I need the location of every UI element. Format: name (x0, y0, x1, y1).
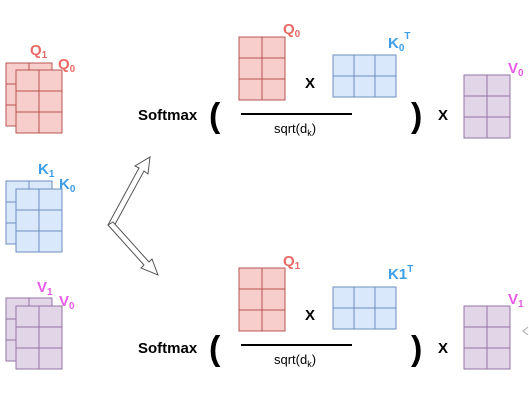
open-paren: ( (209, 97, 221, 135)
split-arrows (107, 156, 159, 276)
attention-head-1: Softmax ( Q1 X K1T sqrt(dk) ) X V1 (138, 253, 529, 370)
q0-matrix (238, 36, 286, 101)
arrow-down (107, 221, 159, 276)
q1-label: Q1 (30, 42, 48, 61)
v0-matrix (463, 74, 511, 139)
v-matrix-stack: V1 V0 (5, 279, 75, 370)
softmax-label: Softmax (138, 340, 198, 357)
k1-transpose-matrix (332, 286, 397, 330)
q1-label: Q1 (283, 253, 301, 272)
open-paren: ( (209, 330, 221, 368)
partial-arrow-icon (522, 326, 529, 336)
q0-label: Q0 (283, 21, 301, 40)
q0-matrix (15, 69, 63, 134)
multiply-symbol: X (305, 307, 315, 324)
k1-label: K1 (38, 161, 55, 180)
k0-label: K0 (59, 176, 76, 195)
q1-matrix (238, 267, 286, 332)
denominator: sqrt(dk) (274, 352, 316, 369)
k-matrix-stack: K1 K0 (5, 161, 76, 253)
arrow-up (107, 156, 151, 229)
softmax-label: Softmax (138, 107, 198, 124)
v1-label: V1 (37, 279, 53, 298)
attention-head-0: Softmax ( Q0 X K0T sqrt(dk) ) X V0 (138, 21, 524, 139)
k1-transpose-label: K1T (388, 264, 413, 283)
v1-label: V1 (508, 291, 524, 310)
v0-matrix (15, 305, 63, 370)
multiply-v-symbol: X (438, 340, 448, 357)
denominator: sqrt(dk) (274, 121, 316, 138)
multiply-symbol: X (305, 75, 315, 92)
close-paren: ) (411, 97, 422, 135)
q-matrix-stack: Q1 Q0 (5, 42, 76, 134)
k0-transpose-matrix (332, 54, 397, 98)
q0-label: Q0 (58, 56, 76, 75)
multiply-v-symbol: X (438, 107, 448, 124)
v0-label: V0 (508, 60, 524, 79)
v1-matrix (463, 305, 511, 370)
v0-label: V0 (59, 293, 75, 312)
k0-transpose-label: K0T (388, 31, 411, 54)
k0-matrix (15, 188, 63, 253)
close-paren: ) (411, 330, 422, 368)
